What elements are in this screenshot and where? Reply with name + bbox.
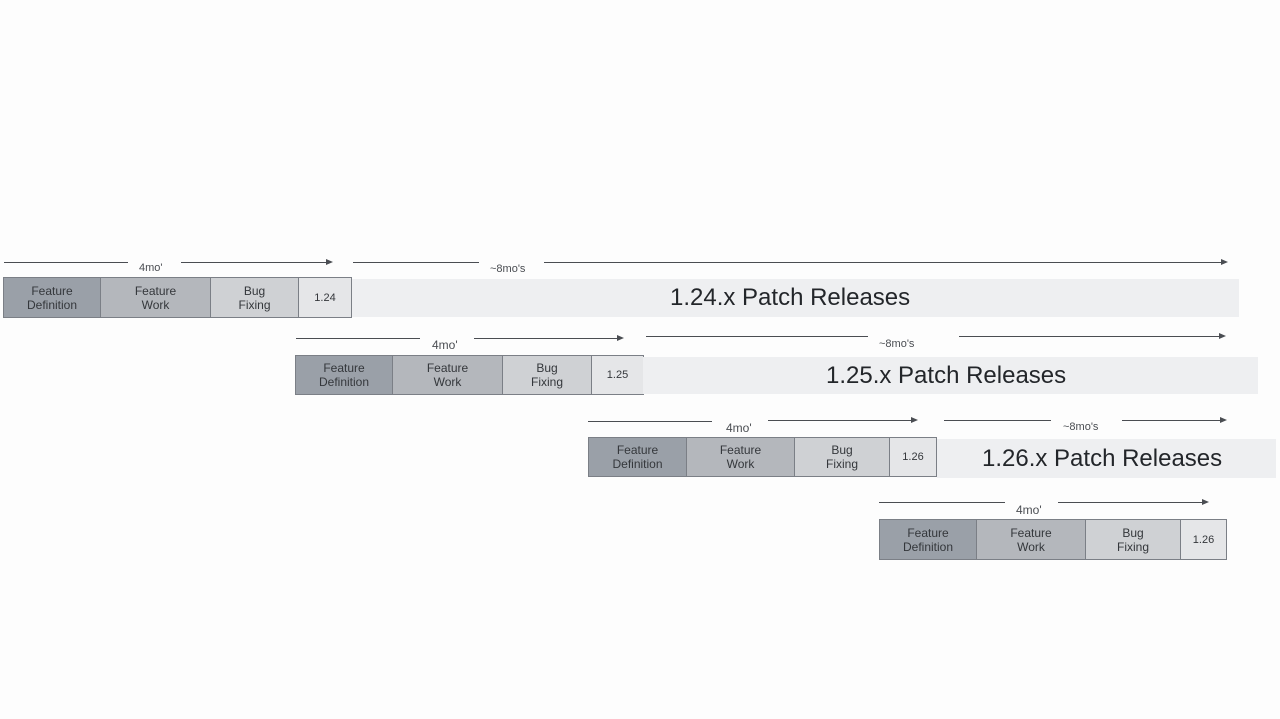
- phase-release-version: 1.24: [299, 277, 352, 318]
- phase-release-version: 1.26: [890, 437, 937, 477]
- patch-duration-label: ~8mo's: [879, 338, 915, 350]
- dev-duration-label: 4mo': [139, 262, 163, 274]
- patch-duration-arrow-line: [544, 262, 1222, 263]
- arrow-head-icon: [1202, 499, 1209, 505]
- dev-duration-label: 4mo': [1016, 503, 1042, 517]
- dev-duration-label: 4mo': [432, 338, 458, 352]
- dev-duration-arrow-line: [296, 338, 420, 339]
- patch-duration-arrow-line: [959, 336, 1220, 337]
- phase-release-version: 1.26: [1181, 519, 1227, 560]
- patch-releases-band: 1.25.x Patch Releases: [643, 357, 1258, 394]
- dev-duration-arrow-line: [879, 502, 1005, 503]
- arrow-head-icon: [911, 417, 918, 423]
- dev-duration-arrow-line: [181, 262, 327, 263]
- dev-duration-arrow-line: [474, 338, 618, 339]
- patch-releases-title: 1.26.x Patch Releases: [982, 444, 1223, 472]
- patch-releases-band: 1.26.x Patch Releases: [937, 439, 1276, 478]
- phase-release-version: 1.25: [592, 355, 644, 395]
- dev-duration-arrow-line: [768, 420, 912, 421]
- patch-duration-arrow-line: [353, 262, 479, 263]
- patch-duration-label: ~8mo's: [1063, 421, 1099, 433]
- arrow-head-icon: [1221, 259, 1228, 265]
- patch-duration-arrow-line: [944, 420, 1051, 421]
- patch-duration-label: ~8mo's: [490, 263, 526, 275]
- patch-duration-arrow-line: [646, 336, 868, 337]
- arrow-head-icon: [1219, 333, 1226, 339]
- dev-duration-arrow-line: [1058, 502, 1203, 503]
- patch-releases-title: 1.24.x Patch Releases: [670, 284, 911, 311]
- dev-duration-label: 4mo': [726, 421, 752, 435]
- dev-duration-arrow-line: [588, 421, 712, 422]
- patch-releases-band: 1.24.x Patch Releases: [352, 279, 1239, 317]
- arrow-head-icon: [326, 259, 333, 265]
- patch-releases-title: 1.25.x Patch Releases: [826, 361, 1067, 389]
- patch-duration-arrow-line: [1122, 420, 1221, 421]
- arrow-head-icon: [617, 335, 624, 341]
- dev-duration-arrow-line: [4, 262, 128, 263]
- arrow-head-icon: [1220, 417, 1227, 423]
